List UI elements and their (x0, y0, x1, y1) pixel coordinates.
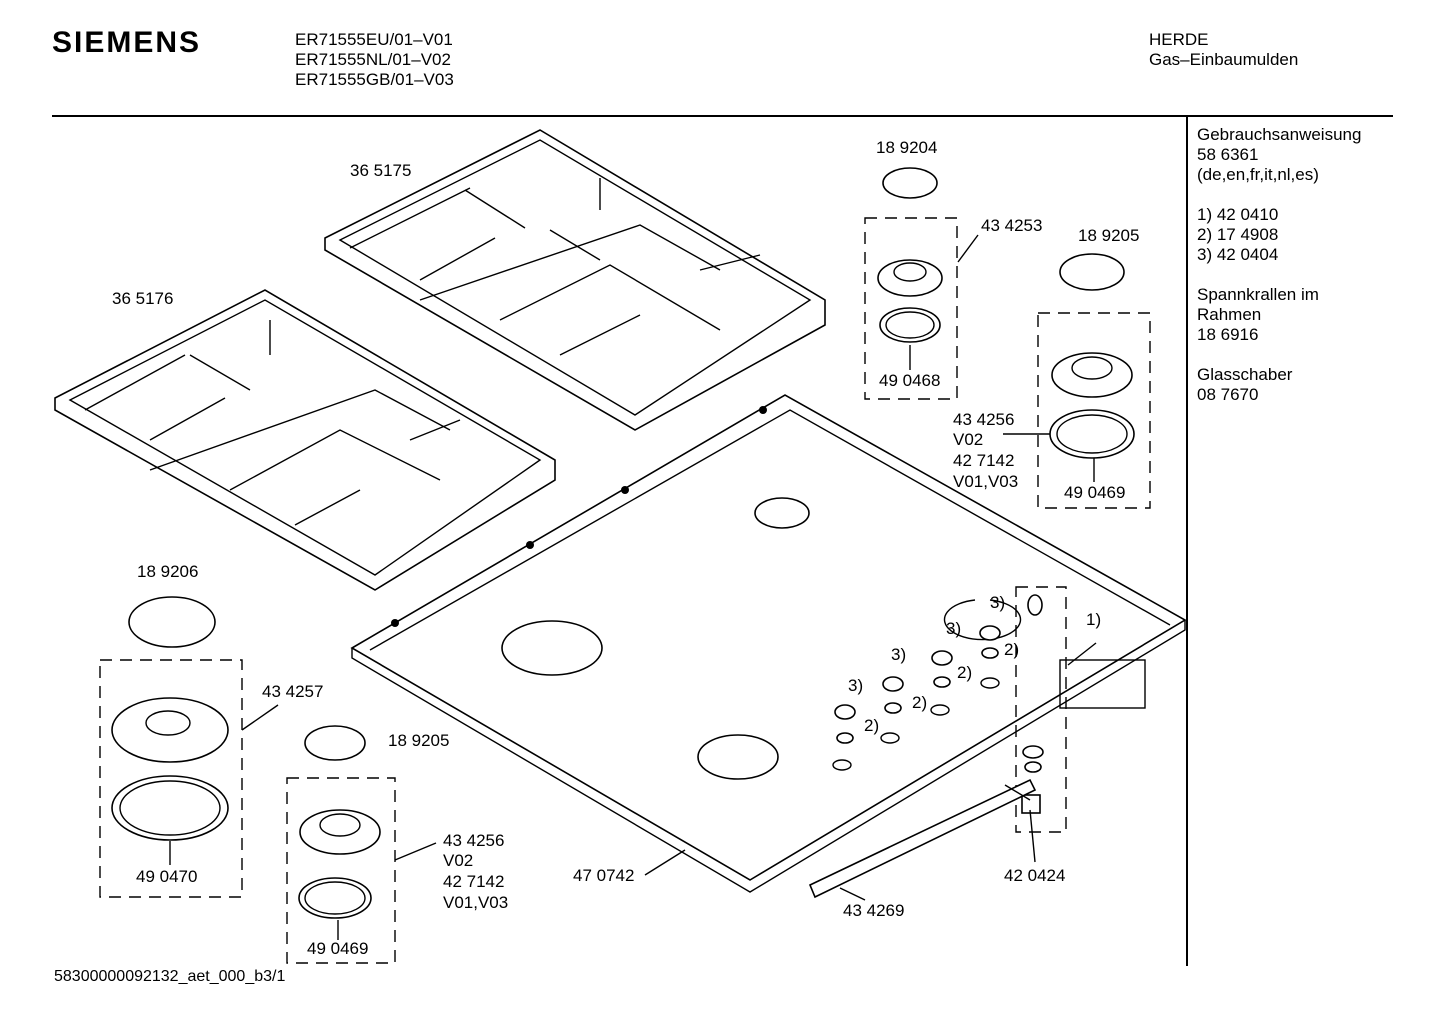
burner-group-right (1037, 253, 1151, 509)
label-burner-right-alt-variant: V01,V03 (953, 472, 1018, 491)
label-grid-left: 36 5176 (112, 289, 173, 308)
clamps-number: 18 6916 (1197, 325, 1259, 344)
control-knob (834, 704, 856, 744)
label-rail: 43 4269 (843, 901, 904, 920)
scraper-number: 08 7670 (1197, 385, 1259, 404)
category-subtitle: Gas–Einbaumulden (1149, 50, 1299, 69)
label-ring-right: 49 0469 (1064, 483, 1125, 502)
clamps-title: Spannkrallen im (1197, 285, 1319, 304)
label-burner-small-variant: V02 (443, 851, 473, 870)
label-note-1: 1) (1086, 610, 1101, 629)
footnote-3: 3) 42 0404 (1197, 245, 1279, 264)
front-rail (808, 778, 1037, 899)
clamps-block: Spannkrallen im Rahmen 18 6916 (1197, 285, 1361, 345)
label-cap-top: 18 9204 (876, 138, 937, 157)
burner-group-small (286, 725, 396, 964)
label-note-2: 2) (912, 693, 927, 712)
control-knob (931, 650, 953, 688)
manual-number: 58 6361 (1197, 145, 1259, 164)
burner-group-top (864, 167, 958, 400)
label-ring-small: 49 0469 (307, 939, 368, 958)
label-burner-large: 43 4257 (262, 682, 323, 701)
footnote-block: 1) 42 0410 2) 17 4908 3) 42 0404 (1197, 205, 1361, 265)
label-ring-large: 49 0470 (136, 867, 197, 886)
document-id: 58300000092132_aet_000_b3/1 (54, 968, 286, 985)
label-note-3: 3) (848, 676, 863, 695)
model-number: ER71555GB/01–V03 (295, 70, 454, 89)
pan-support-right (324, 129, 826, 431)
manual-languages: (de,en,fr,it,nl,es) (1197, 165, 1319, 184)
hob-top (350, 394, 1187, 893)
brand-logo: SIEMENS (52, 26, 202, 59)
burner-group-large (99, 596, 243, 898)
label-note-3: 3) (990, 593, 1005, 612)
label-note-3: 3) (946, 619, 961, 638)
manual-title: Gebrauchsanweisung (1197, 125, 1362, 144)
footnote-2: 2) 17 4908 (1197, 225, 1279, 244)
label-cap-right: 18 9205 (1078, 226, 1139, 245)
sidebar-notes: Gebrauchsanweisung 58 6361 (de,en,fr,it,… (1197, 125, 1361, 425)
label-burner-right-alt: 42 7142 (953, 451, 1014, 470)
label-cap-small: 18 9205 (388, 731, 449, 750)
scraper-block: Glasschaber 08 7670 (1197, 365, 1361, 405)
ignition-group (1015, 586, 1067, 833)
label-ring-top: 49 0468 (879, 371, 940, 390)
label-burner-top: 43 4253 (981, 216, 1042, 235)
control-knob (979, 625, 1001, 659)
label-grid-right: 36 5175 (350, 161, 411, 180)
model-number: ER71555EU/01–V01 (295, 30, 453, 49)
label-burner-small: 43 4256 (443, 831, 504, 850)
model-number: ER71555NL/01–V02 (295, 50, 451, 69)
footnote-1: 1) 42 0410 (1197, 205, 1279, 224)
label-note-2: 2) (864, 716, 879, 735)
label-ignition: 42 0424 (1004, 866, 1065, 885)
label-burner-small-alt-variant: V01,V03 (443, 893, 508, 912)
control-knob (882, 676, 904, 714)
pan-support-left (54, 289, 556, 591)
label-burner-small-alt: 42 7142 (443, 872, 504, 891)
label-note-3: 3) (891, 645, 906, 664)
label-cap-large: 18 9206 (137, 562, 198, 581)
clamps-title-2: Rahmen (1197, 305, 1262, 324)
label-burner-right-variant: V02 (953, 430, 983, 449)
model-list: ER71555EU/01–V01 ER71555NL/01–V02 ER7155… (295, 30, 454, 90)
label-note-2: 2) (957, 663, 972, 682)
manual-block: Gebrauchsanweisung 58 6361 (de,en,fr,it,… (1197, 125, 1361, 185)
label-burner-right: 43 4256 (953, 410, 1014, 429)
leader-lines (169, 234, 1097, 940)
label-note-2: 2) (1004, 640, 1019, 659)
category-block: HERDE Gas–Einbaumulden (1149, 30, 1298, 70)
label-hob: 47 0742 (573, 866, 634, 885)
scraper-title: Glasschaber (1197, 365, 1293, 384)
category-title: HERDE (1149, 30, 1209, 49)
